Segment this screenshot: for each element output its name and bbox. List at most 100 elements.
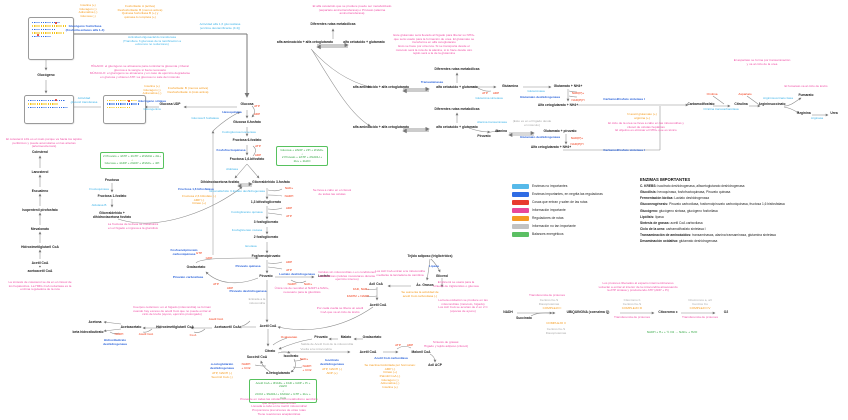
diagram-label: Actividad glucosil transferasa — [70, 96, 98, 104]
diagram-label: Acetil CoA — [208, 317, 224, 321]
diagram-label: Acetil CoA — [369, 303, 387, 307]
diagram-label: Acil CoA — [369, 282, 383, 286]
legend-color-swatch — [512, 191, 529, 197]
diagram-label: alfa cetoácido + glutamato — [343, 40, 385, 44]
glycogen-structure-box-top — [28, 17, 74, 60]
diagram-label: NADH — [287, 282, 297, 286]
diagram-label: Este glutamato será llevado al hígado pa… — [393, 33, 475, 56]
diagram-label: Diferentes rutas metabólicas — [434, 67, 480, 71]
diagram-label: α-cetoglutarato — [265, 371, 291, 375]
diagram-label: Citocromo b Centros Fe-S — [622, 298, 642, 306]
diagram-label: El alfa cetoácido que se produce puede s… — [312, 4, 392, 16]
diagram-label: Gliceraldehído 3-fosfato deshidrogenasa — [209, 189, 265, 193]
diagram-label: Carbamoilfosfato sintetasa I — [603, 97, 645, 101]
diagram-label: (Esto es en el hígado desde el músculo) — [512, 119, 552, 127]
diagram-label: Tejido adiposo (triglicéridos) — [407, 254, 453, 258]
diagram-label: Glutaminasa — [527, 89, 545, 93]
down-arrow-icon: ↓ — [131, 158, 133, 163]
diagram-label: COMPLEJO III — [621, 306, 643, 310]
diagram-label: alfa aminoácido + alfa cetoglutarato — [276, 40, 334, 44]
diagram-label: La síntesis de colesterol se da en el ci… — [8, 280, 72, 292]
diagram-label: El aspartato se forma por transaminación… — [733, 58, 791, 66]
diagram-label: Glucogenina — [143, 107, 161, 111]
diagram-label: NAD(P)+ — [570, 136, 584, 140]
diagram-label: Fosfoglicerato quinasa — [231, 210, 263, 214]
legend-key-row: Reguladores de rutas — [512, 215, 603, 221]
legend-entry-category: Glucólisis: — [640, 190, 657, 195]
diagram-label: Ornitina — [706, 92, 718, 96]
legend-entry-category: Ciclo de la urea: — [640, 227, 666, 232]
legend-entry-enzymes: isocitrato deshidrogenasa, alfacetogluta… — [656, 184, 745, 188]
diagram-label: Acil ACP — [428, 363, 442, 367]
diagram-label: NAD+ — [303, 282, 313, 286]
legend-key-label: Cosas que entran y salen de las rutas — [532, 200, 588, 205]
legend-key-row: Información no tan importante — [512, 223, 603, 229]
legend-color-swatch — [512, 184, 529, 189]
diagram-label: Se lleva a cabo en el citosol de todas l… — [312, 188, 352, 196]
diagram-label: Glucosa 6-fosfato — [233, 120, 261, 124]
legend-entry: Ciclo de la urea: carbamoilfosfato sinte… — [640, 227, 790, 232]
diagram-label: Arginina — [797, 111, 811, 115]
diagram-label: Piruvato carboxilasa — [172, 275, 204, 279]
diagram-label: Lipasa — [429, 264, 439, 268]
diagram-label: ADP — [285, 260, 293, 264]
diagram-label: Alanina transaminasa — [477, 120, 507, 124]
diagram-label: COMPLEJO II — [546, 321, 566, 325]
diagram-label: ATP — [482, 91, 488, 95]
diagram-label: Hidroxibutirato deshidrogenasa — [103, 338, 127, 346]
diagram-label: GTP — [195, 251, 203, 255]
diagram-label: Fumarato — [798, 93, 814, 97]
diagram-label: Piruvato deshidrogenasa — [229, 289, 267, 293]
diagram-label: 2 fosfoglicerato — [253, 235, 279, 239]
legend-key-row: Cosas que entran y salen de las rutas — [512, 199, 603, 205]
legend-color-swatch — [512, 207, 529, 213]
balance-line: Glucosa + 2ADP + 2Pi + 2NAD+ — [280, 147, 324, 152]
diagram-label: GDP — [205, 256, 213, 260]
diagram-label: Piruvato quinasa — [235, 264, 261, 268]
diagram-label: α-cetoglutarato deshidrogenasa — [210, 362, 234, 370]
diagram-label: Síntesis de grasas: Hígado y tejido adip… — [423, 340, 469, 348]
diagram-label: Piruvato — [314, 335, 328, 339]
legend-enzyme-entries: C. KREBS: isocitrato deshidrogenasa, alf… — [640, 184, 790, 247]
diagram-label: Glutamina sintetasa — [475, 96, 503, 100]
krebs-energy-balance-box: Acetil CoA + 3NAD+ + FAD + GDP + Pi + 2H… — [249, 379, 317, 403]
branch-point-dot — [128, 100, 130, 102]
diagram-label: Transferencia de protones — [682, 315, 718, 319]
balance-line: 2CO2 + 3NADH + FADH2 + GTP + 2H+ + CoA — [255, 392, 311, 400]
diagram-label: Glucógeno — [37, 73, 55, 77]
diagram-label: Glucógeno fosforilasa (Fosforila enlaces… — [65, 24, 105, 32]
diagram-label: El glicerol se usará para la síntesis de… — [433, 280, 479, 288]
diagram-label: Ác. Grasos — [416, 283, 434, 287]
diagram-label: Ornitina transcarbamilasa — [703, 107, 739, 111]
diagram-label: Hidroximetilglutaril CoA — [156, 325, 194, 329]
diagram-label: La fructosa de la dieta se metaboliza en… — [107, 222, 159, 230]
diagram-label: Fructosa 2,6 bifosfato (-) AMP (-) Citra… — [182, 194, 216, 206]
diagram-label: Fosfoglicerato mutasa — [231, 228, 263, 232]
diagram-label: Fructoquinasa — [89, 187, 109, 191]
diagram-label: 1,3 bifosfoglicerato — [250, 200, 282, 204]
diagram-label: Fosfoenolpiruvato carboxiquinasa — [170, 248, 198, 256]
diagram-label: Urea — [830, 111, 838, 115]
diagram-label: Glucosa UDP — [159, 102, 181, 106]
legend-key-label: Información no tan importante — [532, 224, 576, 229]
diagram-label: Alanina — [495, 129, 507, 133]
diagram-label: Presente en todas las células con metabo… — [240, 397, 318, 416]
diagram-label: Gliceraldehído + dihidroxiacetona fosfat… — [92, 211, 132, 219]
diagram-label: Malonil CoA — [411, 350, 431, 354]
legend-entry-enzymes: glucógeno sintasa, glucógeno fosforilasa — [658, 208, 718, 213]
diagram-label: Fosfofructoquinasa — [216, 148, 246, 152]
diagram-label: Alfa cetoglutarato + NH4+ — [530, 145, 572, 149]
diagram-label: Aldolasa B — [91, 203, 107, 207]
balance-line: Acetil CoA + 3NAD+ + FAD + GDP + Pi + 2H… — [255, 380, 311, 389]
legend-entry-enzymes: hexoquinasa, fosfofructoquinasa, Piruvat… — [656, 190, 731, 195]
diagram-label: Fosfoenolpiruvato — [251, 254, 281, 258]
diagram-label: 3 fosfoglicerato — [253, 220, 279, 224]
diagram-label: Acetoacetato — [120, 325, 142, 329]
legend-entry: Gluconeogénesis: Piruvato carboxilasa, f… — [640, 203, 790, 207]
diagram-label: Acetil CoA — [359, 350, 377, 354]
diagram-label: Fructosa 1-fosfato — [97, 194, 127, 198]
diagram-label: O2 — [723, 310, 729, 314]
diagram-label: ADP — [253, 112, 261, 116]
diagram-label: Glutamato + NH4+ — [553, 84, 583, 88]
